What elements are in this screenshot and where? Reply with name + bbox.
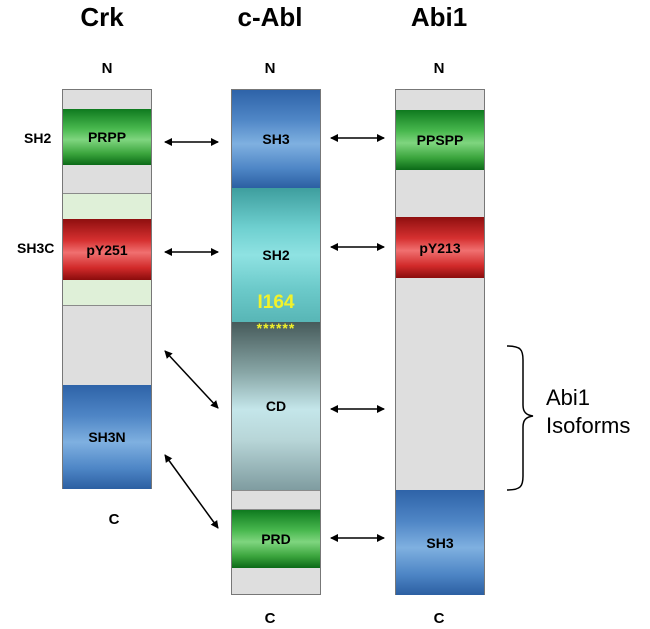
crk-sh3c-label: SH3C [17, 240, 55, 256]
crk-py251-domain: pY251 [63, 219, 151, 280]
abi1-protein-bar: PPSPP pY213 SH3 [395, 89, 485, 595]
arrow-crk-sh3n-to-abl-prd [164, 454, 219, 529]
cabl-sh2-label: SH2 [262, 247, 290, 263]
crk-title: Crk [80, 2, 124, 32]
cabl-sh2-domain: SH2 [232, 188, 320, 322]
crk-sh3n-domain: SH3N [63, 385, 151, 489]
crk-protein-bar: PRPP pY251 SH3N [62, 89, 152, 489]
mutation-asterisks: ****** [256, 320, 296, 336]
isoforms-bracket [506, 345, 534, 491]
crk-divider [63, 193, 151, 194]
cabl-protein-bar: SH3 SH2 CD PRD [231, 89, 321, 595]
cabl-title: c-Abl [237, 2, 303, 32]
crk-prpp-domain: PRPP [63, 109, 151, 165]
abi1-ppspp-domain: PPSPP [396, 110, 484, 170]
abi1-c-terminus: C [433, 610, 445, 627]
cabl-n-terminus: N [264, 60, 276, 77]
cabl-c-terminus: C [264, 610, 276, 627]
crk-sh3c-flank-bottom [63, 280, 151, 305]
crk-divider [63, 305, 151, 306]
abi1-sh3-domain: SH3 [396, 490, 484, 595]
abi1-n-terminus: N [433, 60, 445, 77]
crk-c-terminus: C [108, 511, 120, 528]
abi1-py213-domain: pY213 [396, 217, 484, 278]
cabl-linker [232, 490, 320, 510]
crk-sh3c-flank-top [63, 194, 151, 219]
arrow-crk-to-abl-cd [164, 350, 219, 409]
cabl-cd-domain: CD [232, 322, 320, 490]
cabl-prd-domain: PRD [232, 510, 320, 568]
isoforms-label-line2: Isoforms [546, 413, 631, 438]
i164-mutation-label: I164 [257, 292, 295, 313]
crk-n-terminus: N [101, 60, 113, 77]
abi1-title: Abi1 [410, 2, 468, 32]
isoforms-label-line1: Abi1 [546, 385, 591, 410]
crk-sh2-label: SH2 [24, 130, 52, 146]
isoforms-label: Abi1 Isoforms [546, 384, 630, 440]
cabl-sh3-domain: SH3 [232, 90, 320, 188]
